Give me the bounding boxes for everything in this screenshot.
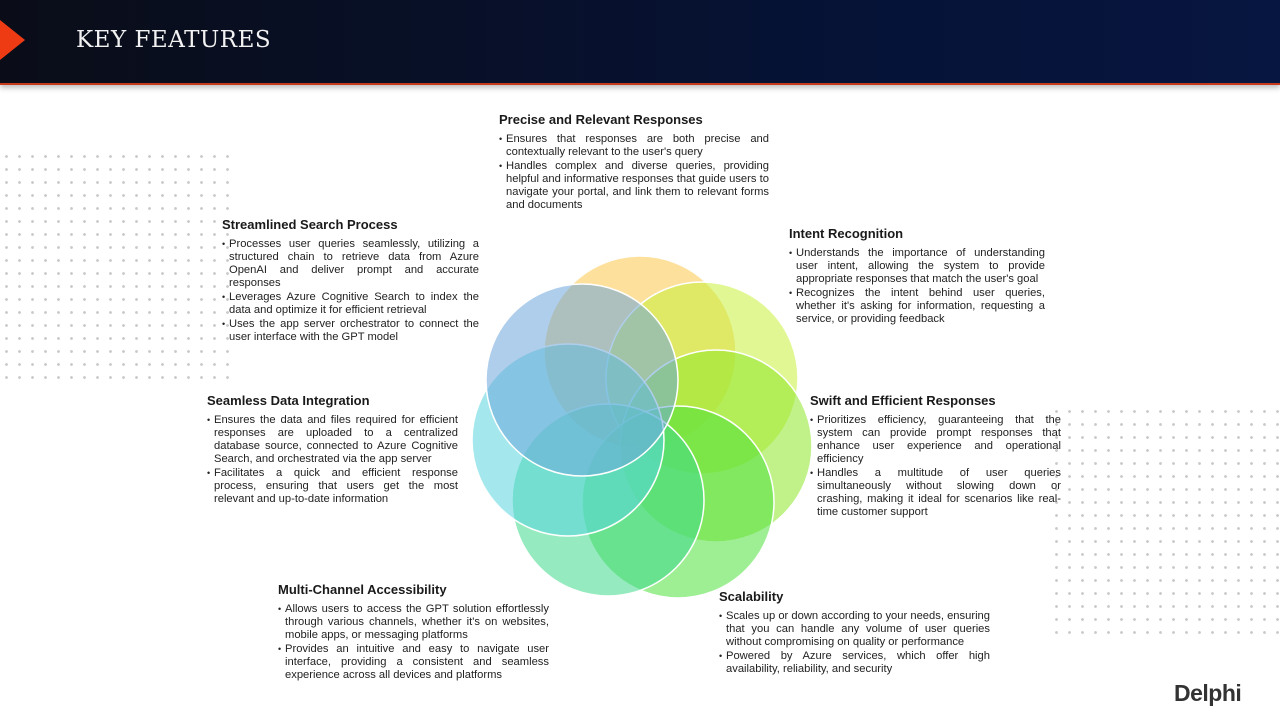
delphi-logo: Delphi <box>1174 680 1242 706</box>
feature-bullet: Ensures the data and files required for … <box>207 414 458 466</box>
feature-title: Precise and Relevant Responses <box>499 112 703 127</box>
feature-bullet: Uses the app server orchestrator to conn… <box>222 318 479 344</box>
dot-pattern-left <box>0 150 232 382</box>
feature-bullet: Processes user queries seamlessly, utili… <box>222 238 479 290</box>
feature-bullet: Handles a multitude of user queries simu… <box>810 467 1061 519</box>
feature-title: Seamless Data Integration <box>207 393 370 408</box>
feature-bullet: Powered by Azure services, which offer h… <box>719 650 990 676</box>
feature-search-process: Streamlined Search Process Processes use… <box>222 218 479 345</box>
feature-title: Multi-Channel Accessibility <box>278 582 447 597</box>
feature-bullet: Prioritizes efficiency, guaranteeing tha… <box>810 414 1061 466</box>
feature-bullet: Allows users to access the GPT solution … <box>278 603 549 642</box>
feature-title: Streamlined Search Process <box>222 217 398 232</box>
feature-bullet: Leverages Azure Cognitive Search to inde… <box>222 291 479 317</box>
feature-scalability: Scalability Scales up or down according … <box>719 590 990 677</box>
venn-circle-search <box>485 283 679 477</box>
feature-data-integration: Seamless Data Integration Ensures the da… <box>207 394 458 507</box>
page-title: KEY FEATURES <box>76 27 272 53</box>
feature-bullet: Handles complex and diverse queries, pro… <box>499 160 769 212</box>
header-arrow-icon <box>0 20 25 60</box>
feature-bullet: Understands the importance of understand… <box>789 247 1045 286</box>
feature-bullet: Provides an intuitive and easy to naviga… <box>278 643 549 682</box>
feature-swift-responses: Swift and Efficient Responses Prioritize… <box>810 394 1061 520</box>
feature-bullet: Facilitates a quick and efficient respon… <box>207 467 458 506</box>
dot-pattern-right <box>1050 405 1280 641</box>
feature-multichannel: Multi-Channel Accessibility Allows users… <box>278 583 549 683</box>
feature-bullet: Scales up or down according to your need… <box>719 610 990 649</box>
feature-intent-recognition: Intent Recognition Understands the impor… <box>789 227 1045 327</box>
feature-title: Swift and Efficient Responses <box>810 393 996 408</box>
feature-bullet: Recognizes the intent behind user querie… <box>789 287 1045 326</box>
feature-bullet: Ensures that responses are both precise … <box>499 133 769 159</box>
feature-title: Intent Recognition <box>789 226 904 241</box>
header-bar: KEY FEATURES <box>0 0 1280 85</box>
feature-title: Scalability <box>719 589 784 604</box>
feature-precise-responses: Precise and Relevant Responses Ensures t… <box>499 113 769 213</box>
